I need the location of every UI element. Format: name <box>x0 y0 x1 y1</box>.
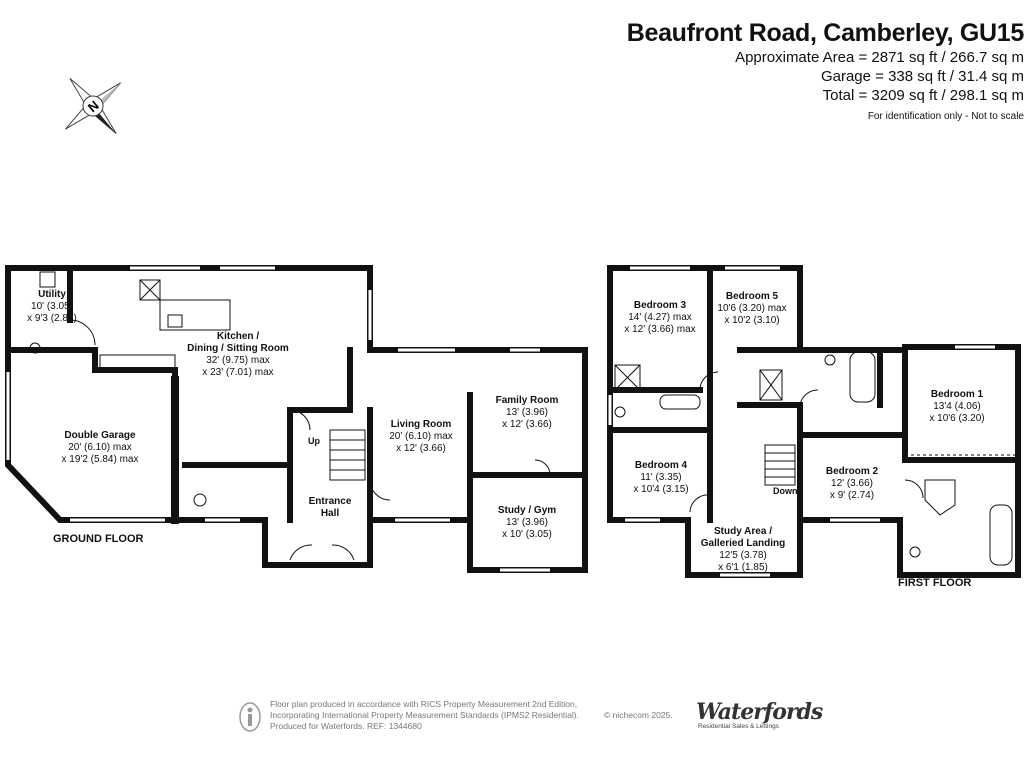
room-dim: 14' (4.27) max <box>628 312 692 323</box>
room-name: Study / Gym <box>497 505 557 516</box>
room-name: Bedroom 5 <box>725 291 779 302</box>
room-name: Study Area / <box>714 526 772 537</box>
room-dim: x 19'2 (5.84) max <box>61 454 139 465</box>
brand-logo: Waterfords Residential Sales & Lettings <box>696 699 823 730</box>
first-floor-label: FIRST FLOOR <box>898 577 972 589</box>
room-dim: 20' (6.10) max <box>68 442 132 453</box>
room-name: Bedroom 1 <box>930 389 984 400</box>
room-dim: x 12' (3.66) <box>396 443 446 454</box>
room-dim: x 10'4 (3.15) <box>633 484 689 495</box>
copyright: © nichecom 2025. <box>604 710 673 720</box>
room-dim: x 9'3 (2.82) <box>27 313 77 324</box>
room-name-cont: Galleried Landing <box>700 538 786 549</box>
header: Beaufront Road, Camberley, GU15 Approxim… <box>464 18 1024 122</box>
room-name: Kitchen / <box>216 331 260 342</box>
footer: Floor plan produced in accordance with R… <box>236 697 836 737</box>
room-dim: x 6'1 (1.85) <box>718 562 768 573</box>
garage-area: Garage = 338 sq ft / 31.4 sq m <box>820 68 1024 85</box>
room-dim: 20' (6.10) max <box>389 431 453 442</box>
room-bedroom-4: Bedroom 4 11' (3.35) x 10'4 (3.15) <box>633 460 688 496</box>
room-name: Utility <box>38 289 66 300</box>
room-entrance-hall: Entrance Hall <box>309 496 352 520</box>
brand-name: Waterfords <box>696 699 823 725</box>
room-dim: 13' (3.96) <box>506 407 548 418</box>
room-dim: 11' (3.35) <box>640 472 682 483</box>
measurement-standard-icon <box>239 702 261 732</box>
room-name: Entrance <box>308 496 352 507</box>
room-bedroom-1: Bedroom 1 13'4 (4.06) x 10'6 (3.20) <box>929 389 984 425</box>
footer-notes: Floor plan produced in accordance with R… <box>270 699 579 732</box>
room-dim: x 10'2 (3.10) <box>724 315 780 326</box>
room-double-garage: Double Garage 20' (6.10) max x 19'2 (5.8… <box>62 430 139 466</box>
room-study-gym: Study / Gym 13' (3.96) x 10' (3.05) <box>498 505 556 541</box>
room-dim: 12' (3.66) <box>831 478 873 489</box>
room-name: Bedroom 3 <box>633 300 687 311</box>
area-summary: Approximate Area = 2871 sq ft / 266.7 sq… <box>464 48 1024 105</box>
room-dim: 13'4 (4.06) <box>933 401 981 412</box>
ground-floor-label: GROUND FLOOR <box>53 533 144 545</box>
room-dim: 12'5 (3.78) <box>719 550 767 561</box>
compass-icon: N <box>65 78 121 134</box>
room-living-room: Living Room 20' (6.10) max x 12' (3.66) <box>389 419 453 455</box>
room-family-room: Family Room 13' (3.96) x 12' (3.66) <box>496 395 559 431</box>
footer-line: Incorporating International Property Mea… <box>270 710 579 720</box>
room-dim: x 10' (3.05) <box>502 529 552 540</box>
room-dim: 32' (9.75) max <box>206 355 270 366</box>
room-name: Family Room <box>495 395 559 406</box>
room-name: Living Room <box>390 419 452 430</box>
footer-line: Produced for Waterfords. REF: 1344680 <box>270 721 422 731</box>
room-bedroom-5: Bedroom 5 10'6 (3.20) max x 10'2 (3.10) <box>717 291 786 327</box>
scale-disclaimer: For identification only - Not to scale <box>867 111 1024 122</box>
room-dim: x 9' (2.74) <box>829 490 875 501</box>
room-kitchen: Kitchen / Dining / Sitting Room 32' (9.7… <box>187 331 289 379</box>
room-dim: x 12' (3.66) max <box>624 324 696 335</box>
brand-tagline: Residential Sales & Lettings <box>698 723 779 730</box>
room-name: Bedroom 2 <box>825 466 879 477</box>
room-dim: x 23' (7.01) max <box>202 367 274 378</box>
room-dim: 10'6 (3.20) max <box>717 303 787 314</box>
total-area: Total = 3209 sq ft / 298.1 sq m <box>822 87 1024 104</box>
room-name-cont: Hall <box>320 508 340 519</box>
approximate-area: Approximate Area = 2871 sq ft / 266.7 sq… <box>735 49 1024 66</box>
room-bedroom-2: Bedroom 2 12' (3.66) x 9' (2.74) <box>826 466 878 502</box>
footer-line: Floor plan produced in accordance with R… <box>270 699 578 709</box>
room-dim: x 12' (3.66) <box>502 419 552 430</box>
room-utility: Utility 10' (3.05) x 9'3 (2.82) <box>27 289 77 325</box>
room-name: Bedroom 4 <box>634 460 688 471</box>
room-bedroom-3: Bedroom 3 14' (4.27) max x 12' (3.66) ma… <box>624 300 695 336</box>
room-name: Double Garage <box>64 430 136 441</box>
room-study-area: Study Area / Galleried Landing 12'5 (3.7… <box>701 526 785 574</box>
stair-up-label: Up <box>308 436 320 446</box>
room-name-cont: Dining / Sitting Room <box>187 343 289 354</box>
stair-down-label: Down <box>773 486 798 496</box>
room-dim: x 10'6 (3.20) <box>929 413 985 424</box>
room-dim: 10' (3.05) <box>31 301 73 312</box>
room-dim: 13' (3.96) <box>506 517 548 528</box>
property-title: Beaufront Road, Camberley, GU15 <box>626 19 1024 47</box>
